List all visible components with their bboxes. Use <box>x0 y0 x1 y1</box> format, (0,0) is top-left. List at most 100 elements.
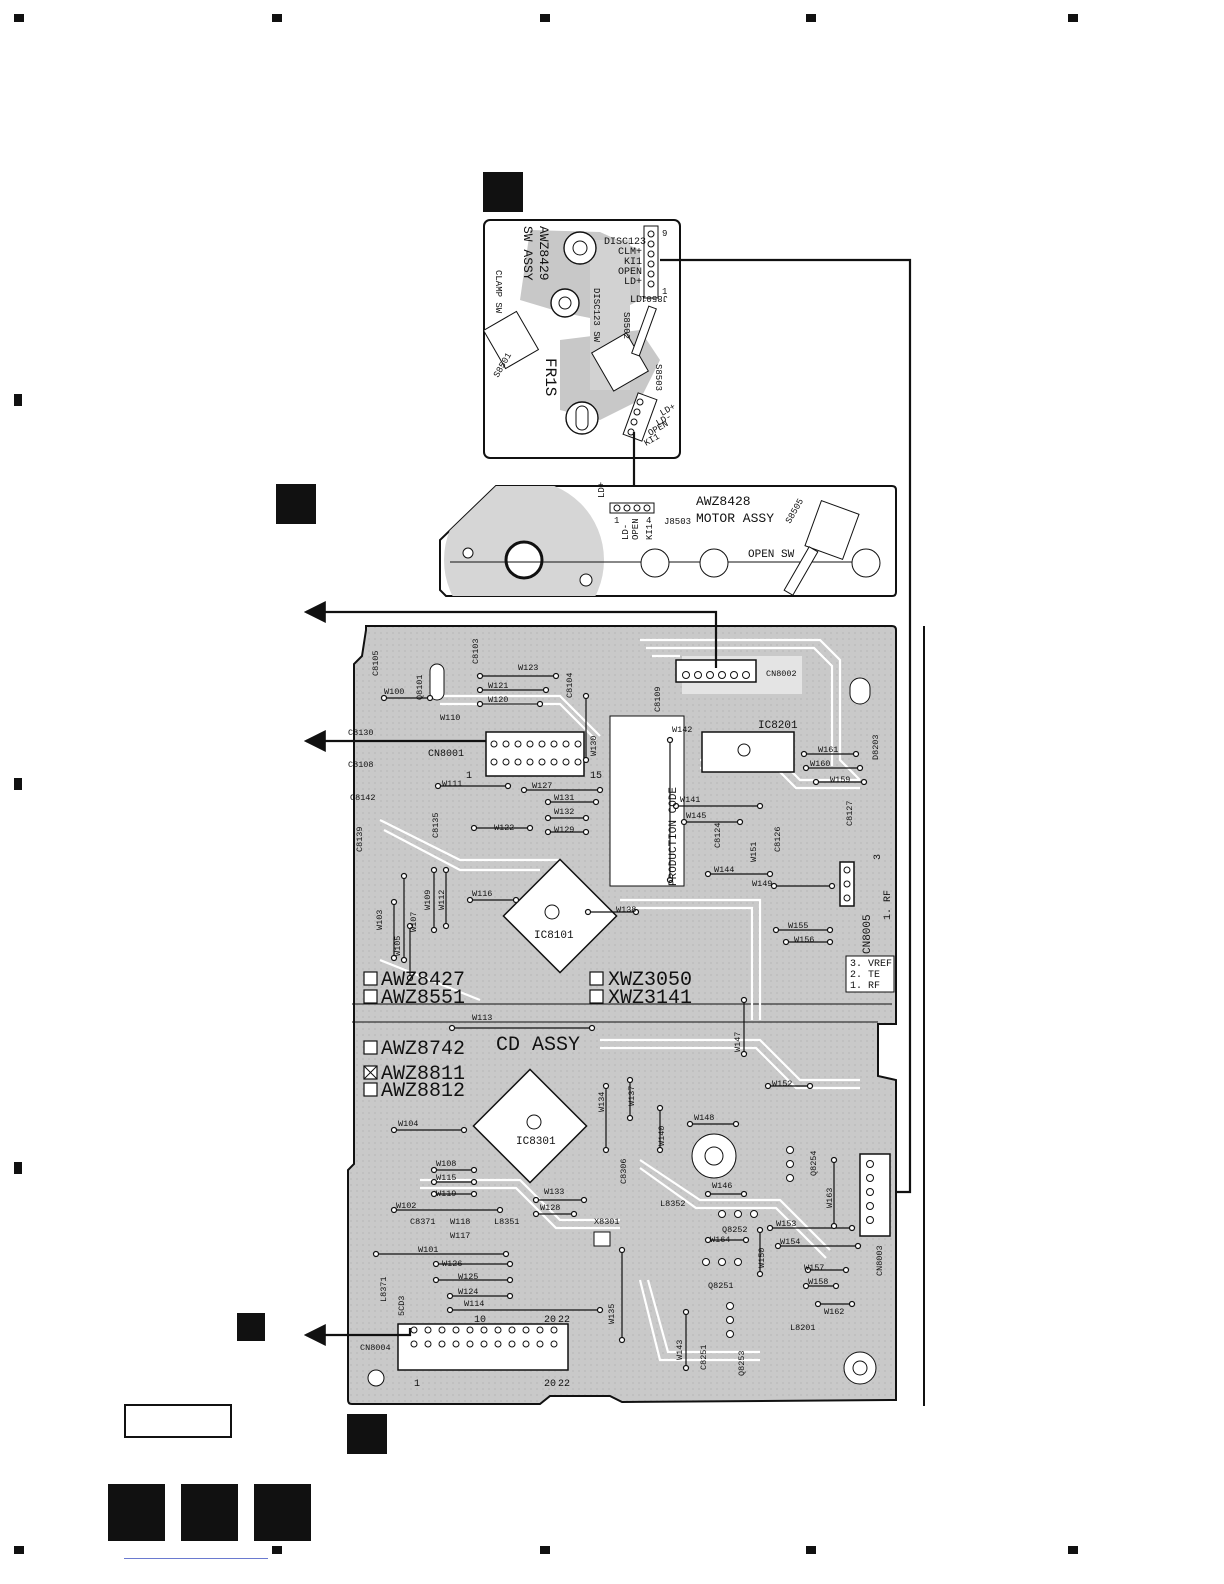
jumper-label: W122 <box>494 823 514 833</box>
sw-pin-label: LD+ <box>624 277 642 288</box>
cn8005-side-label: 3 <box>873 854 884 860</box>
s8502-label: S8502 <box>621 312 631 339</box>
motor-pin-label: KI1 <box>645 524 655 540</box>
registration-mark <box>1068 14 1078 22</box>
jumper-label: W117 <box>450 1231 470 1241</box>
jumper-label: W160 <box>810 759 830 769</box>
page-block <box>181 1484 238 1541</box>
jumper-label: W123 <box>518 663 538 673</box>
connector-label: CN8003 <box>875 1245 885 1276</box>
jumper-label: W118 <box>450 1217 470 1227</box>
registration-mark <box>14 1162 22 1174</box>
registration-mark <box>806 14 816 22</box>
footer-link-line <box>124 1558 268 1559</box>
jumper-label: W135 <box>607 1304 617 1324</box>
jumper-label: W108 <box>436 1159 456 1169</box>
inductor-label: L8371 <box>379 1276 389 1302</box>
motor-pin-label: OPEN <box>631 518 641 540</box>
motor-pin-label: LD+ <box>597 482 607 498</box>
jumper-label: W125 <box>458 1272 478 1282</box>
jumper-label: W157 <box>804 1263 824 1273</box>
jumper-label: W120 <box>488 695 508 705</box>
jumper-label: W142 <box>672 725 692 735</box>
jumper-label: W148 <box>694 1113 714 1123</box>
jumper-label: W147 <box>733 1032 743 1052</box>
variant-label: AWZ8811 <box>381 1063 465 1086</box>
crystal-label: X8301 <box>594 1217 620 1227</box>
registration-mark <box>1068 1546 1078 1554</box>
cn8004-bottom: 22 <box>558 1379 570 1390</box>
jumper-label: W115 <box>436 1173 456 1183</box>
cn8004-bottom: 20 <box>544 1379 556 1390</box>
cap-label: C8371 <box>410 1217 436 1227</box>
sw-assy-title-name: SW ASSY <box>520 226 535 281</box>
cap-label: C8108 <box>348 760 374 770</box>
jumper-label: W159 <box>830 775 850 785</box>
motor-pin-1: 1 <box>614 516 619 526</box>
registration-mark <box>806 1546 816 1554</box>
registration-mark <box>14 1546 24 1554</box>
s8503-label: S8503 <box>653 364 663 391</box>
cn8004-pin: 20 <box>544 1315 556 1326</box>
jumper-label: W111 <box>442 779 462 789</box>
diode-label: D8203 <box>871 734 881 760</box>
cap-label: C8109 <box>653 686 663 712</box>
sw-assy-board <box>482 219 681 459</box>
jumper-label: W103 <box>375 910 385 930</box>
cap-label: C8142 <box>350 793 376 803</box>
transistor-label: Q8254 <box>809 1150 819 1176</box>
jumper-label: W151 <box>749 842 759 862</box>
cap-label: C8105 <box>371 650 381 676</box>
variant-label: XWZ3141 <box>608 987 692 1010</box>
variant-label: AWZ8812 <box>381 1080 465 1103</box>
cap-label: C8104 <box>565 672 575 698</box>
jumper-label: W102 <box>396 1201 416 1211</box>
jumper-label: W144 <box>714 865 734 875</box>
registration-mark <box>14 14 24 22</box>
sw-pin-label: KI1 <box>624 257 642 268</box>
cn8004-bottom: 1 <box>414 1379 420 1390</box>
jumper-label: W124 <box>458 1287 478 1297</box>
cn8001-pin: 1 <box>466 771 472 782</box>
disc-sw-label: DISC123 SW <box>591 288 601 343</box>
jumper-label: W121 <box>488 681 508 691</box>
fr1s-label: FR1S <box>541 358 559 396</box>
sw-connector-ref: J8501 <box>641 293 668 303</box>
jumper-label: W158 <box>808 1277 828 1287</box>
cap-label: C8103 <box>471 638 481 664</box>
cn8004-pin: 10 <box>474 1315 486 1326</box>
ic-label: IC8201 <box>758 720 798 732</box>
jumper-label: W113 <box>472 1013 492 1023</box>
wire-cn8002-out <box>303 601 718 668</box>
inductor-label: L8201 <box>790 1323 816 1333</box>
jumper-label: W153 <box>776 1219 796 1229</box>
cap-label: C8127 <box>845 800 855 826</box>
jumper-label: W101 <box>418 1245 438 1255</box>
section-marker <box>237 1313 265 1341</box>
variant-label: AWZ8551 <box>381 987 465 1010</box>
jumper-label: W130 <box>589 736 599 756</box>
jumper-label: W129 <box>554 825 574 835</box>
wire-cn8004-out <box>303 1324 412 1346</box>
connector-label: CN8005 <box>862 914 874 954</box>
jumper-label: W152 <box>772 1079 792 1089</box>
variant-label: XWZ3050 <box>608 969 692 992</box>
jumper-label: W107 <box>409 912 419 932</box>
jumper-label: W150 <box>757 1248 767 1268</box>
jumper-label: W140 <box>657 1126 667 1146</box>
sw-ld-label: LD <box>630 295 642 306</box>
production-code-label: PRODUCTION CODE <box>668 787 680 886</box>
jumper-label: W109 <box>423 890 433 910</box>
registration-mark <box>272 1546 282 1554</box>
jumper-label: W164 <box>710 1235 730 1245</box>
connector-label: CN8001 <box>428 749 464 760</box>
sw-pin-label: DISC123 <box>604 237 646 248</box>
jumper-label: W128 <box>540 1203 560 1213</box>
jumper-label: W127 <box>532 781 552 791</box>
connector-label: CN8002 <box>766 669 797 679</box>
registration-mark <box>540 14 550 22</box>
sw-assy-title-part: AWZ8429 <box>536 226 551 281</box>
section-marker <box>347 1414 387 1454</box>
sw-pin-label: OPEN <box>618 267 642 278</box>
